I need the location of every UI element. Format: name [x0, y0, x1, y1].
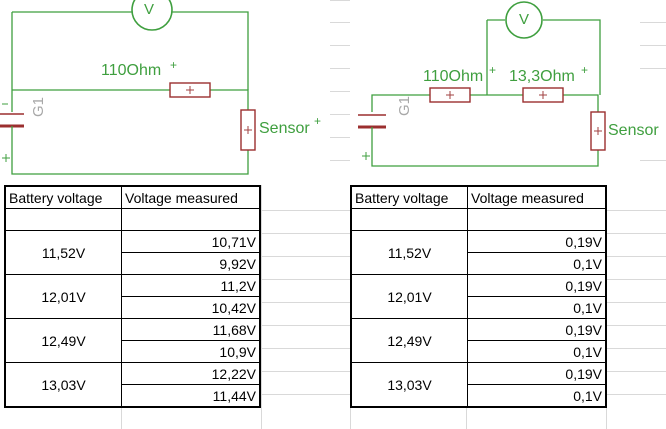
table-cell[interactable] — [350, 208, 468, 231]
circuit-diagram-right — [358, 1, 606, 167]
voltage-table-left: Battery voltage Voltage measured 11,52V … — [4, 185, 261, 408]
gridline — [330, 0, 350, 1]
gridline — [607, 210, 666, 211]
gridline — [640, 160, 666, 161]
battery-voltage-cell[interactable]: 13,03V — [350, 362, 468, 408]
battery-voltage-cell[interactable]: 12,49V — [4, 318, 122, 363]
measured-voltage-cell[interactable]: 0,1V — [467, 384, 607, 408]
measured-voltage-cell[interactable]: 11,44V — [121, 384, 261, 408]
voltage-table-right: Battery voltage Voltage measured 11,52V … — [350, 185, 607, 408]
gridline — [607, 279, 666, 280]
gridline — [262, 279, 350, 280]
measured-voltage-cell[interactable]: 0,19V — [467, 230, 607, 253]
measured-voltage-cell[interactable]: 11,2V — [121, 274, 261, 297]
gridline — [262, 256, 350, 257]
header-battery-voltage[interactable]: Battery voltage — [4, 185, 122, 209]
table-cell[interactable] — [121, 208, 261, 231]
resistor-2-plus-mark: + — [581, 63, 589, 77]
gridline — [262, 233, 350, 234]
resistor-label: 110Ohm — [101, 62, 162, 79]
gridline — [262, 371, 350, 372]
gridline — [262, 302, 350, 303]
measured-voltage-cell[interactable]: 0,19V — [467, 362, 607, 385]
gridline — [607, 302, 666, 303]
battery-voltage-cell[interactable]: 11,52V — [4, 230, 122, 275]
gridline — [640, 68, 666, 69]
circuit-diagram-left — [0, 0, 256, 175]
gridline — [261, 185, 262, 429]
battery-voltage-cell[interactable]: 12,49V — [350, 318, 468, 363]
gridline — [330, 91, 350, 92]
measured-voltage-cell[interactable]: 12,22V — [121, 362, 261, 385]
battery-label: G1 — [30, 96, 47, 117]
measured-voltage-cell[interactable]: 0,19V — [467, 274, 607, 297]
battery-voltage-cell[interactable]: 13,03V — [4, 362, 122, 408]
gridline — [262, 210, 350, 211]
gridline — [330, 45, 350, 46]
sensor-plus-mark: + — [314, 114, 322, 128]
gridline — [330, 114, 350, 115]
gridline — [607, 348, 666, 349]
gridline — [607, 325, 666, 326]
battery-icon — [358, 114, 386, 160]
gridline — [607, 256, 666, 257]
table-cell[interactable] — [4, 208, 122, 231]
gridline — [330, 160, 350, 161]
gridline — [607, 371, 666, 372]
voltmeter-label: V — [144, 1, 155, 18]
battery-voltage-cell[interactable]: 12,01V — [350, 274, 468, 319]
gridline — [330, 68, 350, 69]
header-battery-voltage[interactable]: Battery voltage — [350, 185, 468, 209]
gridline — [607, 394, 666, 395]
resistor-plus-mark: + — [170, 58, 178, 72]
header-voltage-measured[interactable]: Voltage measured — [121, 185, 261, 209]
measured-voltage-cell[interactable]: 9,92V — [121, 252, 261, 275]
measured-voltage-cell[interactable]: 11,68V — [121, 318, 261, 341]
resistor-1-plus-mark: + — [489, 63, 497, 77]
table-cell[interactable] — [467, 208, 607, 231]
voltmeter-icon — [131, 0, 173, 31]
battery-voltage-cell[interactable]: 11,52V — [350, 230, 468, 275]
measured-voltage-cell[interactable]: 10,71V — [121, 230, 261, 253]
gridline — [640, 45, 666, 46]
gridline — [640, 22, 666, 23]
voltmeter-label: V — [519, 11, 530, 28]
resistor-1-label: 110Ohm — [423, 68, 484, 85]
battery-icon — [0, 103, 24, 162]
gridline — [330, 137, 350, 138]
gridline — [262, 348, 350, 349]
header-voltage-measured[interactable]: Voltage measured — [467, 185, 607, 209]
sensor-label: Sensor — [259, 120, 310, 137]
measured-voltage-cell[interactable]: 0,1V — [467, 296, 607, 319]
measured-voltage-cell[interactable]: 0,1V — [467, 340, 607, 363]
battery-voltage-cell[interactable]: 12,01V — [4, 274, 122, 319]
sensor-label: Sensor — [608, 122, 659, 139]
measured-voltage-cell[interactable]: 0,19V — [467, 318, 607, 341]
gridline — [330, 22, 350, 23]
battery-label: G1 — [396, 95, 413, 116]
resistor-2-label: 13,3Ohm — [509, 68, 575, 85]
measured-voltage-cell[interactable]: 0,1V — [467, 252, 607, 275]
gridline — [262, 325, 350, 326]
voltmeter-icon — [505, 1, 543, 39]
gridline — [607, 233, 666, 234]
measured-voltage-cell[interactable]: 10,42V — [121, 296, 261, 319]
measured-voltage-cell[interactable]: 10,9V — [121, 340, 261, 363]
gridline — [262, 394, 350, 395]
